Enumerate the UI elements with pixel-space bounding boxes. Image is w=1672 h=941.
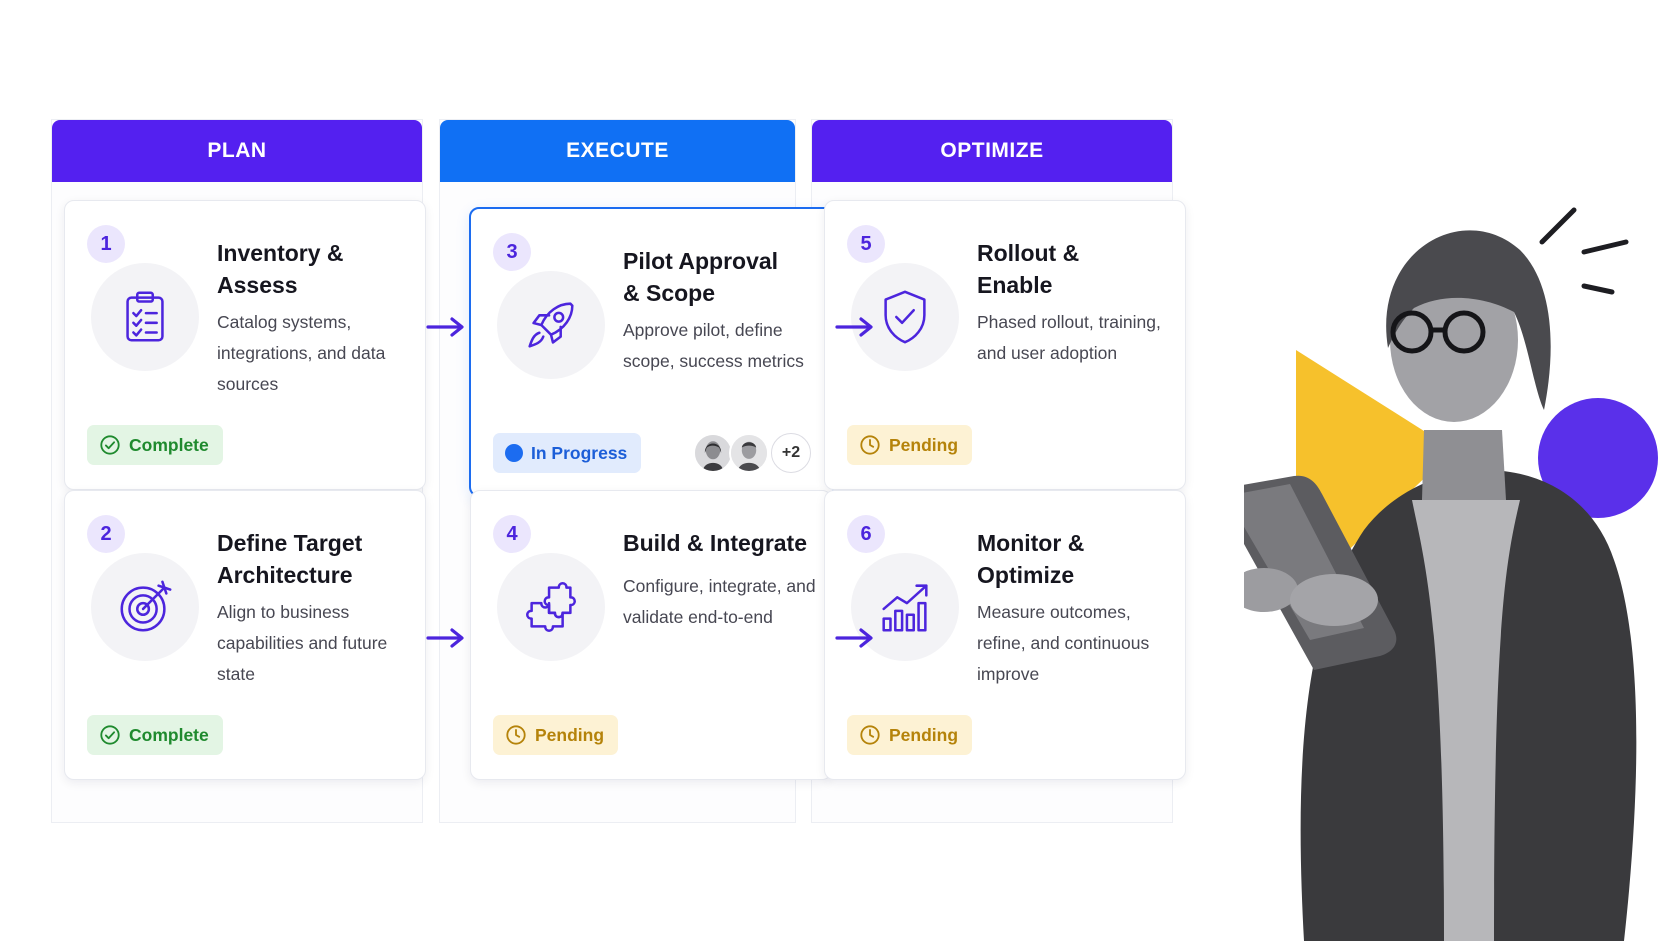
phase-header-plan: PLAN (52, 120, 422, 182)
step-title: Monitor &Optimize (977, 530, 1085, 588)
phase-header-optimize: OPTIMIZE (812, 120, 1172, 182)
step-title: Pilot Approval& Scope (623, 248, 779, 306)
step-description: Approve pilot, define scope, success met… (623, 320, 804, 371)
step-description: Catalog systems, integrations, and data … (217, 312, 386, 394)
step-number: 3 (493, 233, 531, 271)
roadmap-board: PLAN EXECUTE OPTIMIZE 1 Inventory &Asses… (51, 119, 1243, 823)
step-number: 1 (87, 225, 125, 263)
avatar[interactable] (729, 433, 769, 473)
step-title: Build & Integrate (623, 530, 808, 556)
target-arrow-icon (91, 553, 199, 661)
more-assignees-count[interactable]: +2 (771, 433, 811, 473)
step-description: Align to business capabilities and futur… (217, 602, 388, 684)
status-badge-complete: Complete (87, 715, 223, 755)
step-description: Configure, integrate, and validate end-t… (623, 576, 816, 627)
flow-arrow-icon (835, 628, 873, 648)
step-title: Rollout &Enable (977, 240, 1080, 298)
step-card-inventory-assess[interactable]: 1 Inventory &Assess Catalog systems, int… (64, 200, 426, 490)
step-title: Inventory &Assess (217, 240, 344, 298)
progress-dot-icon (505, 444, 523, 462)
step-card-rollout-enable[interactable]: 5 Rollout &Enable Phased rollout, traini… (824, 200, 1186, 490)
clock-icon (860, 435, 880, 455)
status-badge-pending: Pending (847, 715, 973, 755)
phase-header-execute: EXECUTE (440, 120, 795, 182)
clock-icon (860, 725, 880, 745)
check-circle-icon (100, 725, 120, 745)
clipboard-checklist-icon (91, 263, 199, 371)
flow-arrow-icon (426, 628, 464, 648)
puzzle-icon (497, 553, 605, 661)
step-card-monitor-optimize[interactable]: 6 Monitor &Optimize Measure outcomes, re… (824, 490, 1186, 780)
clock-icon (506, 725, 526, 745)
step-number: 5 (847, 225, 885, 263)
assignee-avatars[interactable]: +2 (693, 433, 811, 473)
status-badge-pending: Pending (847, 425, 973, 465)
rocket-icon (497, 271, 605, 379)
step-description: Phased rollout, training, and user adopt… (977, 312, 1161, 363)
step-description: Measure outcomes, refine, and continuous… (977, 602, 1150, 684)
step-card-build-integrate[interactable]: 4 Build & Integrate Configure, integrate… (470, 490, 832, 780)
step-number: 6 (847, 515, 885, 553)
growth-chart-icon (851, 553, 959, 661)
flow-arrow-icon (835, 317, 873, 337)
avatar[interactable] (693, 433, 733, 473)
status-badge-in-progress: In Progress (493, 433, 642, 473)
step-number: 4 (493, 515, 531, 553)
shield-check-icon (851, 263, 959, 371)
step-card-pilot-approval-scope[interactable]: 3 Pilot Approval& Scope Approve pilot, d… (469, 207, 835, 497)
flow-arrow-icon (426, 317, 464, 337)
step-number: 2 (87, 515, 125, 553)
status-badge-pending: Pending (493, 715, 619, 755)
person-with-tablet-illustration (1244, 207, 1658, 941)
status-badge-complete: Complete (87, 425, 223, 465)
check-circle-icon (100, 435, 120, 455)
